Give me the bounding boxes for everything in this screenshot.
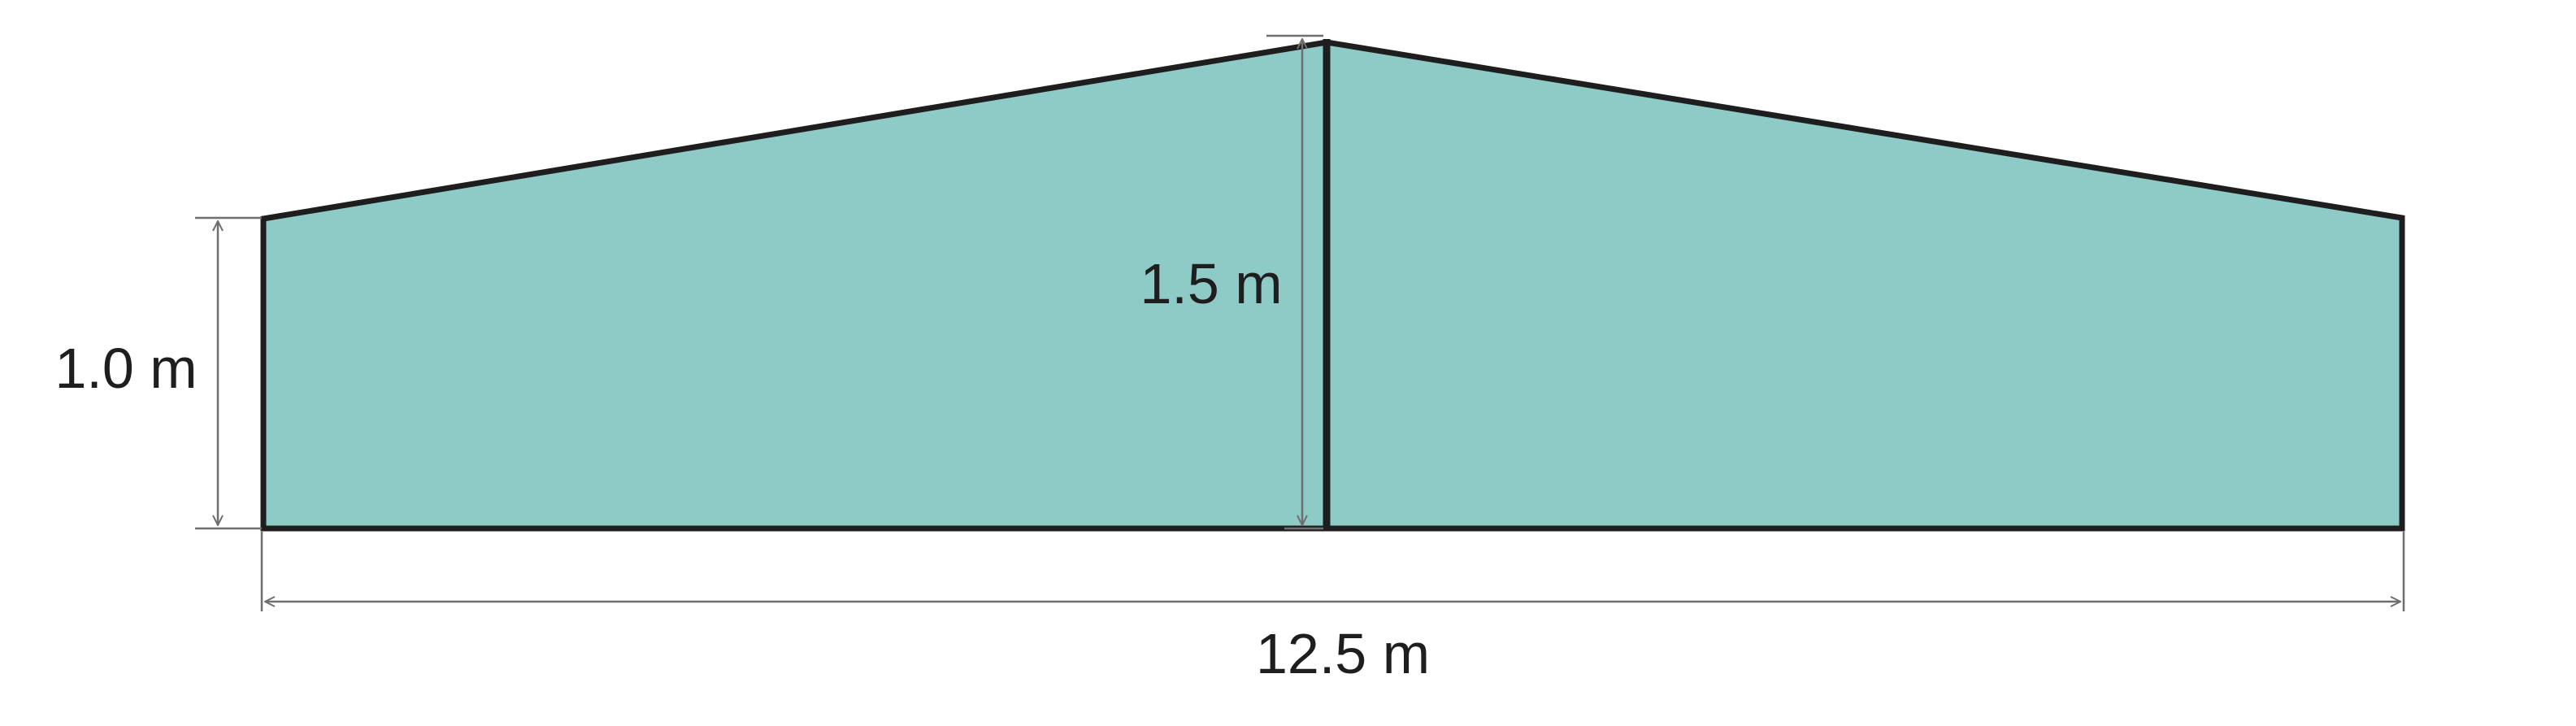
right-roof-panel bbox=[1323, 38, 2405, 532]
center-height-dimension bbox=[1266, 34, 1323, 530]
side-height-dimension bbox=[195, 216, 262, 530]
center-height-label: 1.5 m bbox=[1140, 252, 1282, 315]
total-width-label: 12.5 m bbox=[1256, 622, 1430, 685]
side-height-label: 1.0 m bbox=[54, 337, 197, 400]
total-width-dimension bbox=[260, 532, 2405, 611]
